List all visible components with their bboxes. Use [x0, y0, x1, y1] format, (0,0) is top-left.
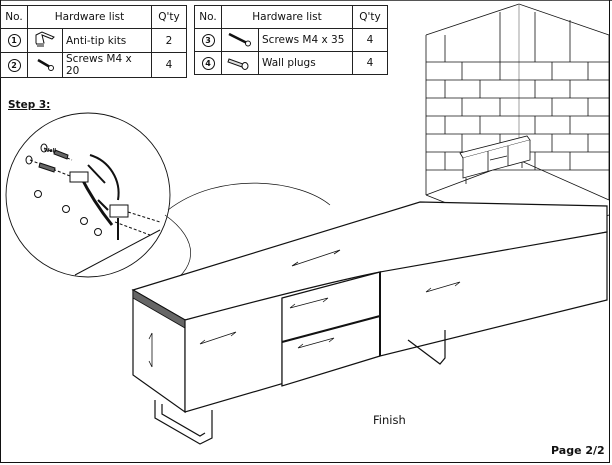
finish-label: Finish [373, 413, 406, 427]
wall-label: Wall [44, 148, 57, 154]
item-number: 4 [201, 56, 215, 70]
item-name: Wall plugs [258, 51, 353, 75]
small-tv-stand [459, 135, 531, 184]
table-row: 3 Screws M4 x 35 4 [194, 28, 388, 52]
header-no: No. [194, 5, 222, 29]
page-number: Page 2/2 [551, 444, 605, 457]
header-hardware-list: Hardware list [27, 5, 152, 29]
item-name: Screws M4 x 35 [258, 28, 353, 52]
item-name: Screws M4 x 20 [62, 52, 152, 78]
top-rule [0, 0, 612, 1]
item-number: 3 [201, 33, 215, 47]
table-header-row: No. Hardware list Q'ty [0, 5, 187, 29]
header-hardware-list: Hardware list [221, 5, 353, 29]
table-header-row: No. Hardware list Q'ty [194, 5, 388, 29]
header-qty: Q'ty [151, 5, 187, 29]
item-number: 1 [7, 34, 21, 47]
hardware-table-left: No. Hardware list Q'ty 1 Anti-tip kits 2… [0, 5, 187, 78]
hardware-table-right: No. Hardware list Q'ty 3 Screws M4 x 35 … [194, 5, 388, 75]
tv-stand-main [131, 201, 608, 445]
legs [154, 330, 446, 445]
anti-tip-bracket-detail [25, 143, 161, 240]
item-qty: 4 [352, 51, 388, 75]
table-row: 4 Wall plugs 4 [194, 51, 388, 75]
short-screw-icon [27, 52, 63, 78]
item-name: Anti-tip kits [62, 28, 152, 53]
room-scene [425, 3, 610, 241]
arrows [148, 249, 461, 368]
header-qty: Q'ty [352, 5, 388, 29]
detail-circle [5, 112, 331, 291]
step-label: Step 3: [8, 99, 51, 111]
wall-plug-icon [221, 51, 259, 75]
item-qty: 4 [151, 52, 187, 78]
item-number: 2 [7, 58, 21, 72]
long-screw-icon [221, 28, 259, 52]
table-row: 2 Screws M4 x 20 4 [0, 52, 187, 78]
